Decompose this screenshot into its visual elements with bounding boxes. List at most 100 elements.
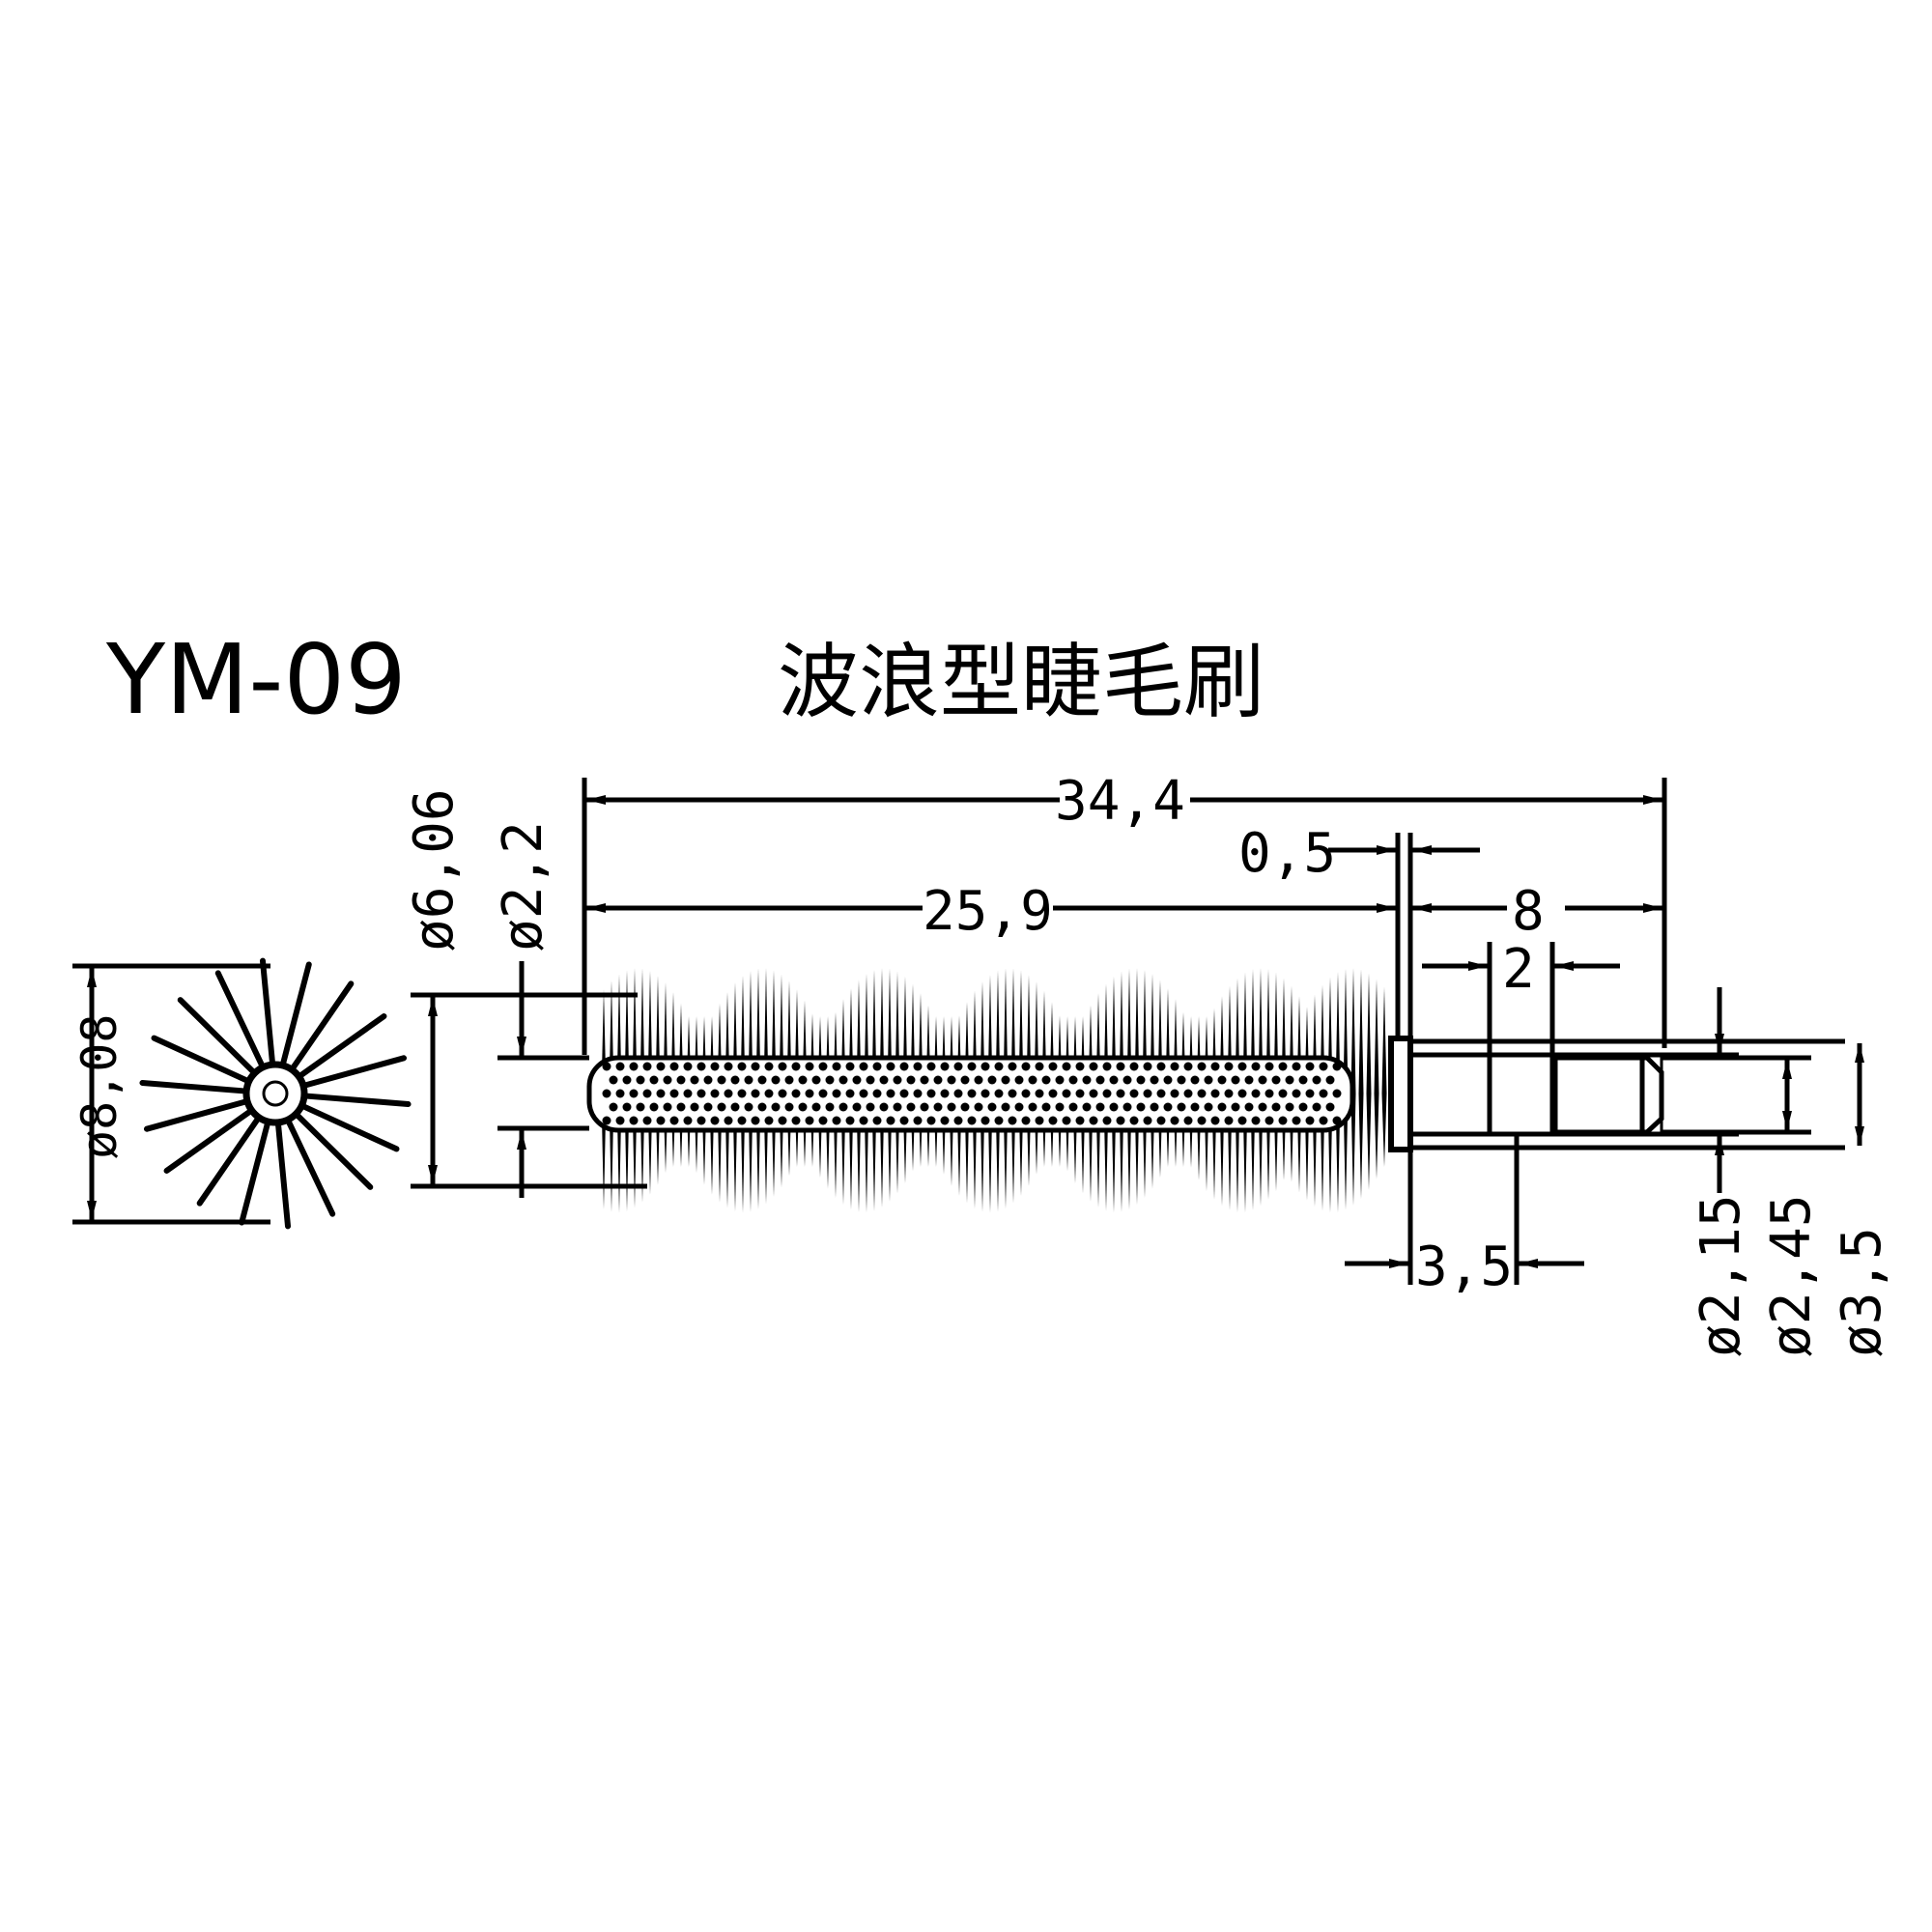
core-dot [1278,1116,1288,1125]
core-dot [811,1102,821,1112]
core-dot [636,1075,645,1085]
bristle-spoke [301,1055,408,1089]
core-dot [1170,1062,1179,1071]
core-dot [987,1102,997,1112]
core-dot [1116,1116,1125,1125]
core-dot [629,1089,639,1098]
core-dot [669,1116,679,1125]
core-dot [778,1116,787,1125]
core-dot [859,1089,868,1098]
core-dot [947,1102,956,1112]
core-dot [872,1062,882,1071]
core-dot [798,1102,808,1112]
core-dot [696,1089,706,1098]
core-dot [1271,1102,1281,1112]
core-dot [1089,1062,1098,1071]
core-dot [818,1062,828,1071]
core-dot [1292,1062,1301,1071]
label-stem-offset: 3,5 [1415,1236,1513,1298]
core-dot [615,1089,625,1098]
core-dot [757,1075,767,1085]
core-dot [1285,1102,1294,1112]
core-dot [1116,1062,1125,1071]
core-dot [859,1116,868,1125]
core-dot [1156,1089,1166,1098]
core-dot [1251,1062,1261,1071]
bristle-top [1343,968,1349,1094]
bristle-spoke [143,1098,249,1132]
core-dot [1319,1062,1328,1071]
core-dot [730,1102,740,1112]
label-bristle-diameter: ø6,06 [403,788,466,952]
core-dot [1264,1062,1274,1071]
core-dot [974,1102,983,1112]
core-dot [764,1062,774,1071]
core-dot [926,1116,936,1125]
core-dot [845,1116,855,1125]
core-dot [784,1075,794,1085]
core-dot [960,1075,970,1085]
core-dot [926,1089,936,1098]
core-dot [872,1089,882,1098]
core-dot [609,1102,618,1112]
core-dot [1095,1102,1105,1112]
bristle-spoke [177,997,257,1075]
bristle-top [1374,979,1379,1094]
core-dot [974,1075,983,1085]
core-dot [1129,1116,1139,1125]
core-dot [940,1089,950,1098]
dim-stem-d2: ø2,45 [1662,1055,1823,1357]
core-dot [696,1116,706,1125]
dim-head-diameter: ø8,08 [71,963,270,1225]
core-dot [1264,1116,1274,1125]
core-dot [1163,1075,1173,1085]
dim-stem-offset: 3,5 [1345,1135,1584,1298]
core-dot [649,1102,659,1112]
core-dot [947,1075,956,1085]
core-dot [642,1116,652,1125]
core-dot [791,1062,801,1071]
core-dot [906,1102,916,1112]
core-dot [1048,1116,1058,1125]
core-dot [818,1089,828,1098]
core-dot [730,1075,740,1085]
core-dot [967,1089,977,1098]
core-dot [676,1102,686,1112]
core-dot [1183,1089,1193,1098]
core-dot [1183,1062,1193,1071]
core-dot [724,1089,733,1098]
stem [1410,1038,1845,1151]
core-dot [1035,1116,1044,1125]
label-head-diameter: ø8,08 [71,1013,128,1159]
core-dot [683,1089,693,1098]
core-dot [1150,1075,1159,1085]
core-dot [1292,1116,1301,1125]
core-dot [690,1102,699,1112]
core-dot [879,1075,889,1085]
core-dot [1319,1089,1328,1098]
dim-stem-length: 8 [1412,880,1662,943]
core-dot [649,1075,659,1085]
core-dot [798,1075,808,1085]
core-dot [717,1075,726,1085]
core-dot [1197,1089,1207,1098]
core-dot [1204,1075,1213,1085]
bristle-spoke [280,961,312,1067]
core-dot [1197,1062,1207,1071]
core-dot [913,1116,923,1125]
core-dot [805,1089,814,1098]
label-brush-length: 25,9 [923,880,1053,943]
core-dot [622,1075,632,1085]
core-dot [1129,1089,1139,1098]
core-dot [663,1102,672,1112]
core-dot [913,1062,923,1071]
bristle-spoke [259,957,275,1066]
core-dot [1217,1102,1227,1112]
label-groove-width: 2 [1502,938,1535,1001]
core-dot [1001,1075,1010,1085]
core-dot [744,1102,753,1112]
core-dot [1041,1075,1051,1085]
core-dot [832,1062,841,1071]
core-dot [805,1062,814,1071]
